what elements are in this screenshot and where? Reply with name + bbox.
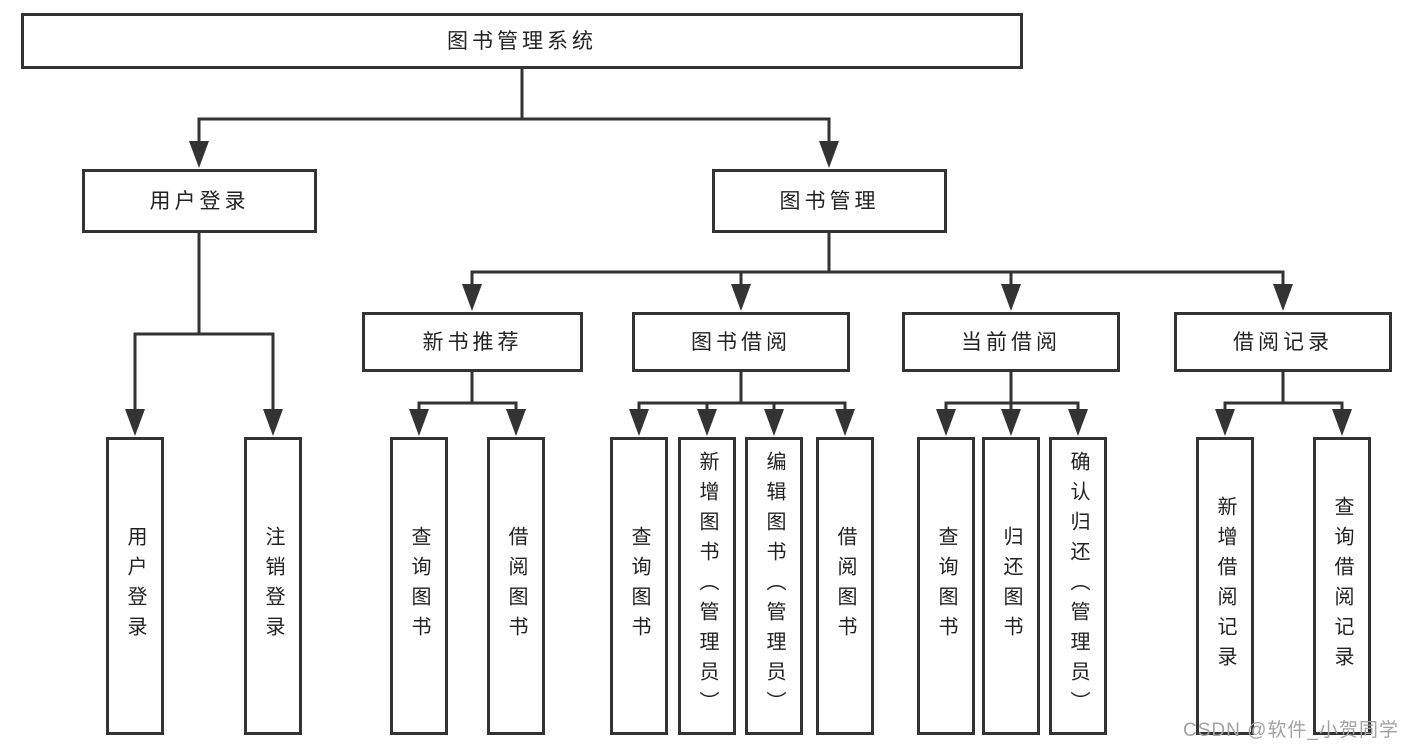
- arrowhead-icon: [936, 409, 956, 436]
- node-label: 新书推荐: [422, 330, 523, 354]
- node-label: 查询图书: [408, 526, 430, 646]
- node-current-borrowing: 当前借阅: [902, 312, 1120, 372]
- arrowhead-icon: [125, 409, 145, 436]
- node-label: 借阅图书: [505, 526, 527, 646]
- leaf-borrowing-borrow-books: 借阅图书: [816, 437, 874, 735]
- node-label: 新增借阅记录: [1214, 496, 1236, 676]
- node-label: 查询图书: [628, 526, 650, 646]
- arrowhead-icon: [629, 409, 649, 436]
- node-new-book-recommend: 新书推荐: [362, 312, 583, 372]
- leaf-borrowing-add-books-admin: 新增图书（管理员）: [678, 437, 736, 735]
- csdn-watermark: CSDN @软件_小贺同学: [1183, 720, 1399, 741]
- leaf-current-return-books: 归还图书: [982, 437, 1040, 735]
- arrowheads: [125, 141, 1352, 436]
- arrowhead-icon: [1068, 409, 1088, 436]
- node-label: 注销登录: [262, 526, 284, 646]
- node-label: 查询图书: [935, 526, 957, 646]
- arrowhead-icon: [1215, 409, 1235, 436]
- node-label: 新增图书（管理员）: [696, 451, 718, 721]
- node-label: 确认归还（管理员）: [1067, 451, 1089, 721]
- leaf-borrowing-edit-books-admin: 编辑图书（管理员）: [745, 437, 803, 735]
- arrowhead-icon: [506, 409, 526, 436]
- leaf-logout: 注销登录: [244, 437, 302, 735]
- arrowhead-icon: [1001, 284, 1021, 311]
- arrowhead-icon: [731, 284, 751, 311]
- leaf-current-query-books: 查询图书: [917, 437, 975, 735]
- node-label: 用户登录: [124, 526, 146, 646]
- arrowhead-icon: [263, 409, 283, 436]
- leaf-recommend-borrow-books: 借阅图书: [487, 437, 545, 735]
- arrowhead-icon: [1273, 284, 1293, 311]
- tree-connector-path: [133, 67, 1344, 413]
- node-book-management: 图书管理: [712, 169, 947, 233]
- node-library-management-system: 图书管理系统: [21, 13, 1023, 69]
- node-label: 当前借阅: [961, 330, 1061, 354]
- arrowhead-icon: [1332, 409, 1352, 436]
- node-book-borrowing: 图书借阅: [632, 312, 850, 372]
- node-label: 借阅图书: [834, 526, 856, 646]
- node-label: 编辑图书（管理员）: [763, 451, 785, 721]
- node-user-login: 用户登录: [82, 169, 317, 233]
- node-label: 图书管理系统: [447, 29, 597, 53]
- arrowhead-icon: [409, 409, 429, 436]
- node-label: 归还图书: [1000, 526, 1022, 646]
- node-label: 用户登录: [149, 189, 250, 213]
- node-label: 图书借阅: [691, 330, 791, 354]
- arrowhead-icon: [189, 141, 209, 168]
- leaf-borrowing-query-books: 查询图书: [610, 437, 668, 735]
- node-label: 图书管理: [779, 189, 880, 213]
- leaf-recommend-query-books: 查询图书: [390, 437, 448, 735]
- arrowhead-icon: [819, 141, 839, 168]
- leaf-records-query-record: 查询借阅记录: [1313, 437, 1371, 735]
- leaf-current-confirm-return-admin: 确认归还（管理员）: [1049, 437, 1107, 735]
- arrowhead-icon: [764, 409, 784, 436]
- leaf-user-login: 用户登录: [106, 437, 164, 735]
- arrowhead-icon: [1001, 409, 1021, 436]
- node-borrowing-records: 借阅记录: [1174, 312, 1392, 372]
- arrowhead-icon: [697, 409, 717, 436]
- node-label: 借阅记录: [1233, 330, 1333, 354]
- node-label: 查询借阅记录: [1331, 496, 1353, 676]
- leaf-records-add-record: 新增借阅记录: [1196, 437, 1254, 735]
- arrowhead-icon: [835, 409, 855, 436]
- arrowhead-icon: [462, 284, 482, 311]
